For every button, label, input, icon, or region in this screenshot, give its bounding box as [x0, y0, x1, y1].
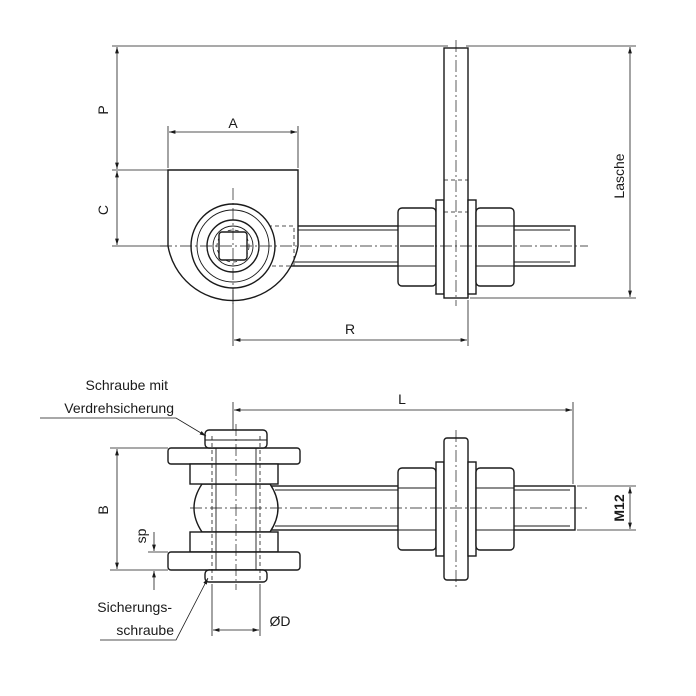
dim-label-lasche: Lasche [611, 153, 627, 198]
callout-screw-line1: Schraube mit [86, 377, 169, 393]
dim-label-sp: sp [133, 528, 149, 543]
dim-label-l: L [398, 391, 406, 407]
side-nut-left [397, 467, 437, 551]
callout-lock-line1: Sicherungs- [97, 599, 172, 615]
dim-label-b: B [95, 505, 111, 514]
top-nut-left [397, 207, 437, 287]
dim-label-a: A [228, 115, 238, 131]
dim-label-p: P [95, 105, 111, 114]
top-nut-right [475, 207, 515, 287]
dim-label-c: C [95, 205, 111, 215]
callout-lock-line2: schraube [116, 622, 174, 638]
side-nut-right [475, 467, 515, 551]
dim-label-d: ØD [270, 613, 291, 629]
top-plate [167, 447, 301, 465]
top-washer-left [435, 199, 445, 295]
side-view: L B sp ØD M12 Schraube mit Verdrehsicher… [40, 377, 636, 641]
side-washer-left [435, 461, 445, 557]
bottom-plate [167, 551, 301, 571]
dim-label-thread: M12 [611, 494, 627, 521]
top-view: P C A R Lasche [95, 40, 636, 346]
top-washer-right [467, 199, 477, 295]
dim-label-r: R [345, 321, 355, 337]
side-washer-right [467, 461, 477, 557]
callout-screw-line2: Verdrehsicherung [64, 400, 174, 416]
